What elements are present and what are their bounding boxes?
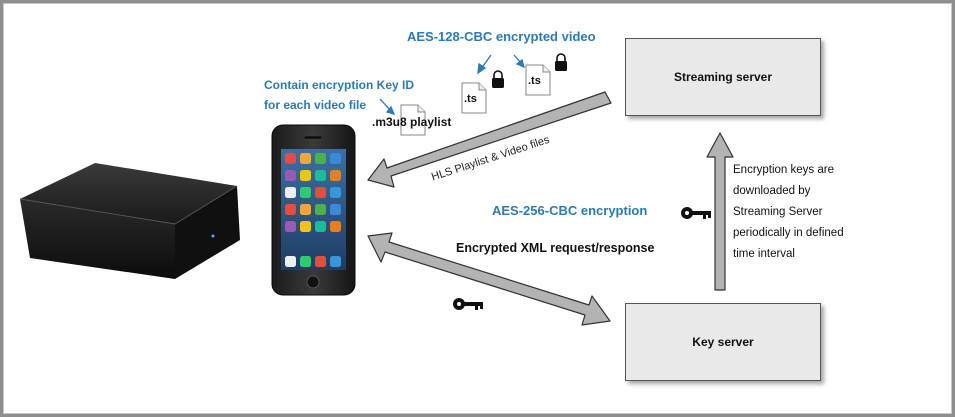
app-icon: [285, 170, 296, 181]
xml-double-arrow: [367, 232, 611, 326]
key-download-arrow: [706, 132, 734, 291]
app-icon: [315, 256, 326, 267]
hls-arrow: [367, 91, 612, 188]
ts-file-label-2: .ts: [528, 75, 541, 87]
app-icon: [300, 153, 311, 164]
key-id-label-line1: Contain encryption Key ID: [264, 78, 415, 92]
app-icon: [300, 221, 311, 232]
app-icon: [330, 153, 341, 164]
app-icon: [300, 187, 311, 198]
pointer-arrow-ts2: [513, 54, 526, 69]
file-icon: .ts: [461, 82, 487, 114]
key-server-box: Key server: [625, 303, 821, 381]
set-top-box-device: [19, 163, 240, 279]
keys-note: Encryption keys are downloaded by Stream…: [733, 164, 844, 260]
streaming-server-box: Streaming server: [625, 38, 821, 116]
key-server-label: Key server: [692, 335, 754, 349]
key-id-label-line2: for each video file: [264, 98, 367, 112]
app-icon: [315, 170, 326, 181]
app-icon: [330, 221, 341, 232]
lock-icon: [492, 70, 504, 88]
xml-label: Encrypted XML request/response: [456, 241, 655, 255]
pointer-arrow-m3u8: [379, 98, 396, 116]
streaming-server-label: Streaming server: [673, 70, 773, 84]
aes128-label: AES-128-CBC encrypted video: [407, 29, 596, 44]
file-icon: [400, 104, 426, 136]
app-icon: [330, 187, 341, 198]
app-icon: [300, 256, 311, 267]
aes256-label: AES-256-CBC encryption: [492, 203, 648, 218]
m3u8-label: .m3u8 playlist: [372, 115, 452, 129]
app-icon: [315, 187, 326, 198]
app-icon: [285, 187, 296, 198]
ts-file-label-1: .ts: [464, 93, 477, 105]
phone-device: [271, 124, 356, 296]
app-icon: [285, 221, 296, 232]
app-icon: [300, 204, 311, 215]
key-icon: [681, 207, 711, 219]
app-icon: [285, 153, 296, 164]
app-icon: [285, 256, 296, 267]
app-icon: [330, 256, 341, 267]
app-icon: [315, 204, 326, 215]
file-icon: .ts: [525, 64, 551, 96]
app-icon: [315, 153, 326, 164]
app-icon: [330, 170, 341, 181]
app-icon: [300, 170, 311, 181]
lock-icon: [555, 53, 567, 71]
app-icon: [330, 204, 341, 215]
key-icon: [453, 298, 483, 310]
app-icon: [285, 204, 296, 215]
pointer-arrow-ts1: [477, 54, 492, 75]
app-icon: [315, 221, 326, 232]
